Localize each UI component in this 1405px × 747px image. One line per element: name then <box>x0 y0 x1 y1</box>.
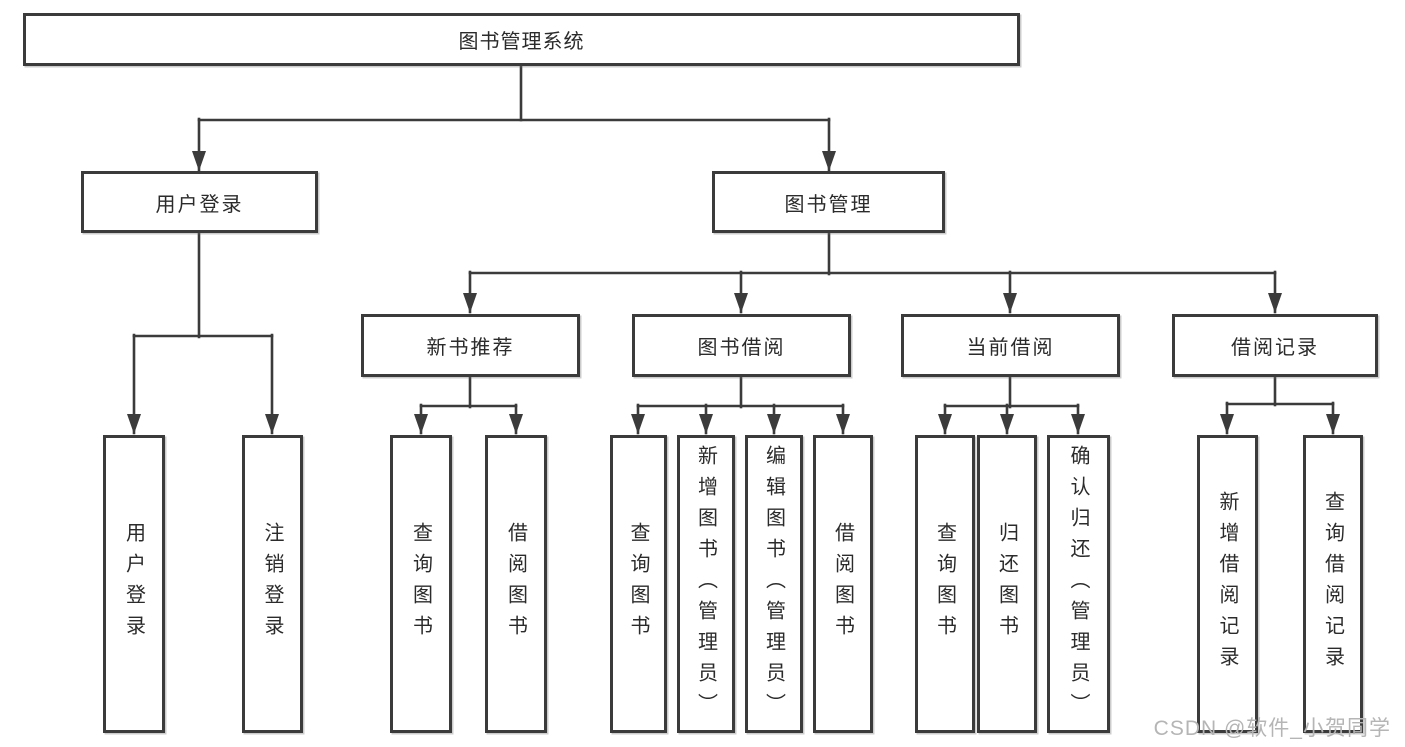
leaf-nbr-query-books: 查询图书 <box>390 435 452 733</box>
connector-current-borrow-children <box>938 375 1085 435</box>
node-current-borrow: 当前借阅 <box>901 314 1120 377</box>
leaf-nbr-borrow-books: 借阅图书 <box>485 435 547 733</box>
node-label: 新增借阅记录 <box>1216 491 1238 677</box>
node-label: 用户登录 <box>155 193 244 216</box>
node-label: 图书管理 <box>784 193 873 216</box>
csdn-watermark: CSDN @软件_小贺同学 <box>1153 717 1391 740</box>
leaf-cb-return-books: 归还图书 <box>977 435 1037 733</box>
node-borrow-records: 借阅记录 <box>1172 314 1378 377</box>
node-label: 查询图书 <box>627 522 649 646</box>
leaf-logout: 注销登录 <box>242 435 303 733</box>
node-label: 借阅图书 <box>831 522 854 646</box>
node-label: 确认归还（管理员） <box>1067 444 1089 724</box>
node-new-book-rec: 新书推荐 <box>361 314 580 377</box>
node-label: 查询借阅记录 <box>1321 491 1344 677</box>
node-label: 新增图书（管理员） <box>694 444 717 724</box>
leaf-bb-edit-books-admin: 编辑图书（管理员） <box>745 435 803 733</box>
node-label: 注销登录 <box>261 522 283 646</box>
connector-book-mgmt-children <box>463 231 1282 314</box>
node-book-borrow: 图书借阅 <box>632 314 851 377</box>
node-user-login: 用户登录 <box>81 171 318 233</box>
node-label: 图书管理系统 <box>458 31 585 53</box>
leaf-cb-query-books: 查询图书 <box>915 435 975 733</box>
node-label: 新书推荐 <box>426 337 515 359</box>
leaf-rec-add-borrow-record: 新增借阅记录 <box>1197 435 1258 733</box>
leaf-bb-add-books-admin: 新增图书（管理员） <box>677 435 735 733</box>
connector-book-borrow-children <box>631 375 850 435</box>
node-label: 借阅记录 <box>1231 337 1319 359</box>
leaf-user-login: 用户登录 <box>103 435 165 733</box>
node-label: 借阅图书 <box>504 522 527 646</box>
connector-user-login-children <box>127 231 279 435</box>
connector-borrow-record-children <box>1220 375 1340 435</box>
node-book-mgmt: 图书管理 <box>712 171 945 233</box>
node-label: 当前借阅 <box>966 337 1055 359</box>
node-label: 查询图书 <box>409 522 432 646</box>
node-label: 编辑图书（管理员） <box>762 444 785 724</box>
leaf-cb-confirm-return-admin: 确认归还（管理员） <box>1047 435 1110 733</box>
node-label: 归还图书 <box>995 522 1018 646</box>
node-root-system: 图书管理系统 <box>23 13 1020 66</box>
connector-root-to-level2 <box>192 64 836 172</box>
leaf-bb-query-books: 查询图书 <box>610 435 667 733</box>
node-label: 用户登录 <box>122 522 145 646</box>
leaf-rec-query-borrow-record: 查询借阅记录 <box>1303 435 1363 733</box>
leaf-bb-borrow-books: 借阅图书 <box>813 435 873 733</box>
node-label: 查询图书 <box>933 522 956 646</box>
node-label: 图书借阅 <box>697 337 786 359</box>
connector-new-book-rec-children <box>414 375 523 435</box>
